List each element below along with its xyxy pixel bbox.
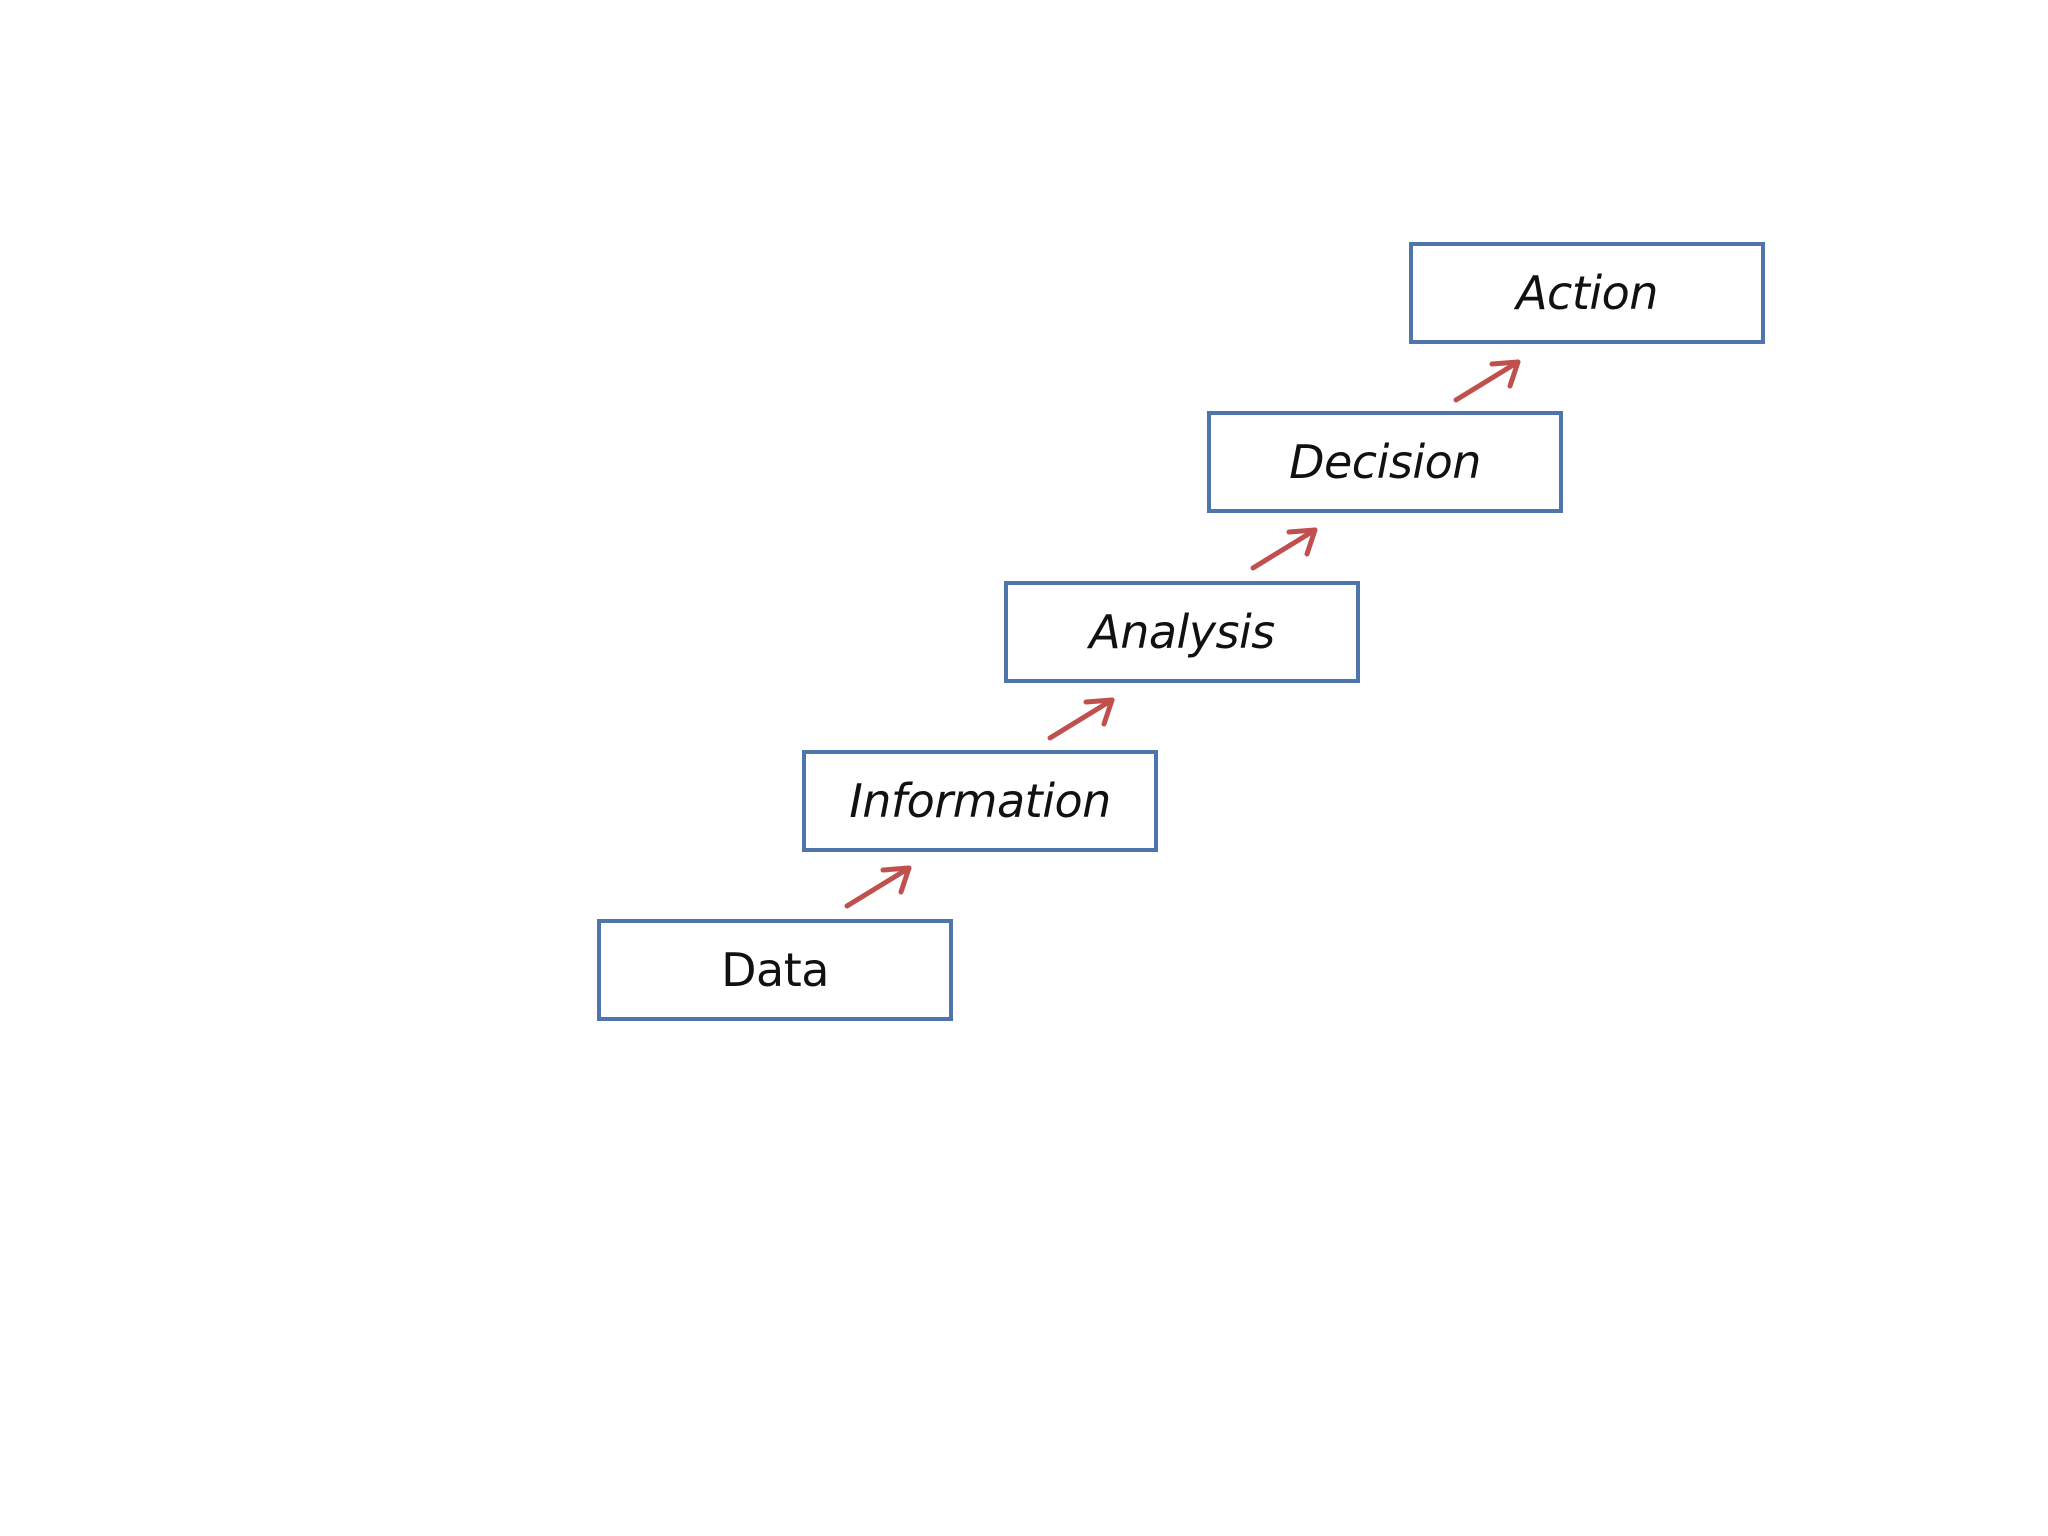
step-box-information: Information bbox=[802, 750, 1158, 852]
step-label-decision: Decision bbox=[1289, 435, 1481, 489]
step-box-action: Action bbox=[1409, 242, 1765, 344]
step-label-action: Action bbox=[1516, 266, 1658, 320]
step-label-analysis: Analysis bbox=[1089, 605, 1275, 659]
arrow-icon bbox=[1453, 359, 1521, 403]
step-label-information: Information bbox=[849, 774, 1111, 828]
step-label-data: Data bbox=[721, 943, 829, 997]
step-box-decision: Decision bbox=[1207, 411, 1563, 513]
step-box-data: Data bbox=[597, 919, 953, 1021]
arrow-icon bbox=[1250, 527, 1318, 571]
arrow-icon bbox=[844, 865, 912, 909]
step-box-analysis: Analysis bbox=[1004, 581, 1360, 683]
arrow-icon bbox=[1047, 697, 1115, 741]
